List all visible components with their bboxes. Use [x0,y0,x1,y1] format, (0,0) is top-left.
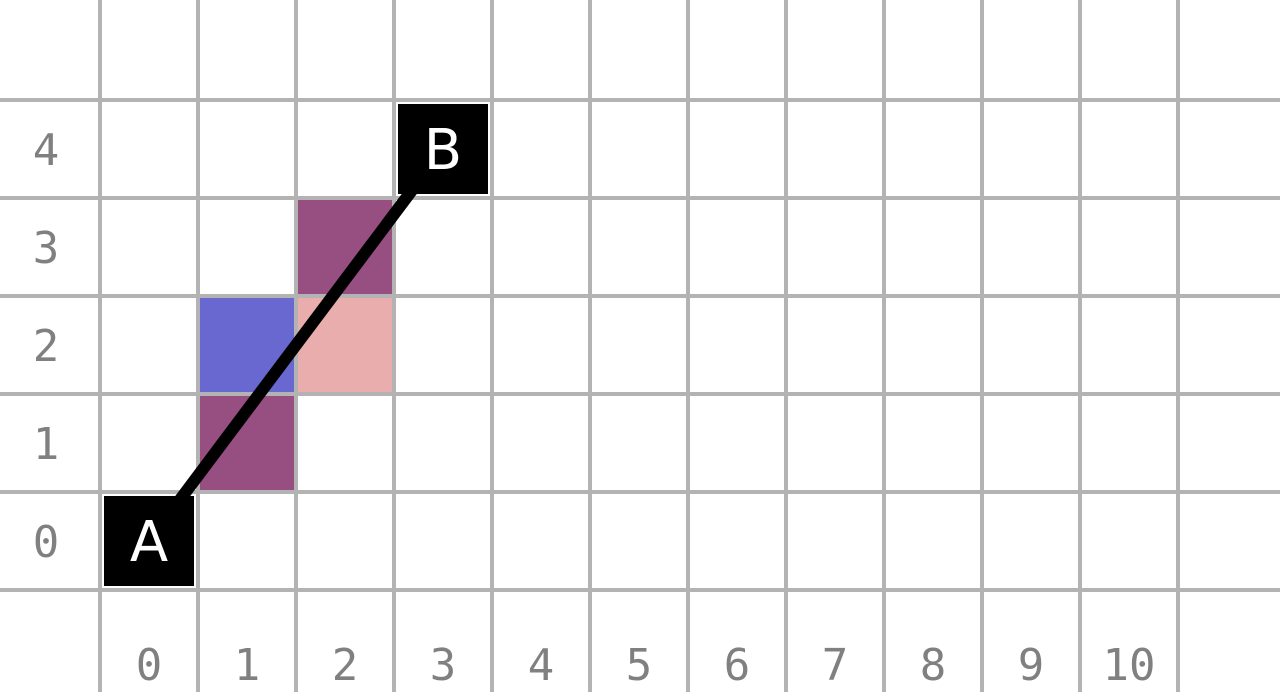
x-tick-label-5: 5 [626,640,653,691]
x-axis-tick-labels: 0 1 2 3 4 5 6 7 8 9 10 [136,640,1156,691]
endpoint-a: A [104,496,194,586]
y-tick-label-4: 4 [33,125,60,176]
y-tick-label-3: 3 [33,223,60,274]
x-tick-label-2: 2 [332,640,359,691]
x-tick-label-9: 9 [1018,640,1045,691]
endpoint-label: A [130,510,168,575]
highlighted-cell-2-2 [296,296,394,394]
x-tick-label-1: 1 [234,640,261,691]
x-tick-label-7: 7 [822,640,849,691]
y-tick-label-1: 1 [33,419,60,470]
line-segment [144,145,448,545]
y-tick-label-2: 2 [33,321,60,372]
endpoint-box [104,496,194,586]
x-tick-label-0: 0 [136,640,163,691]
endpoint-label: B [424,118,462,183]
x-tick-label-4: 4 [528,640,555,691]
endpoint-box [398,104,488,194]
y-tick-label-0: 0 [33,517,60,568]
x-tick-label-6: 6 [724,640,751,691]
x-tick-label-10: 10 [1103,640,1156,691]
y-axis-tick-labels: 0 1 2 3 4 [33,125,60,568]
x-tick-label-8: 8 [920,640,947,691]
endpoints: AB [104,104,488,586]
x-tick-label-3: 3 [430,640,457,691]
endpoint-b: B [398,104,488,194]
highlighted-cell-1-2 [198,296,296,394]
segment-a-b [144,145,448,545]
